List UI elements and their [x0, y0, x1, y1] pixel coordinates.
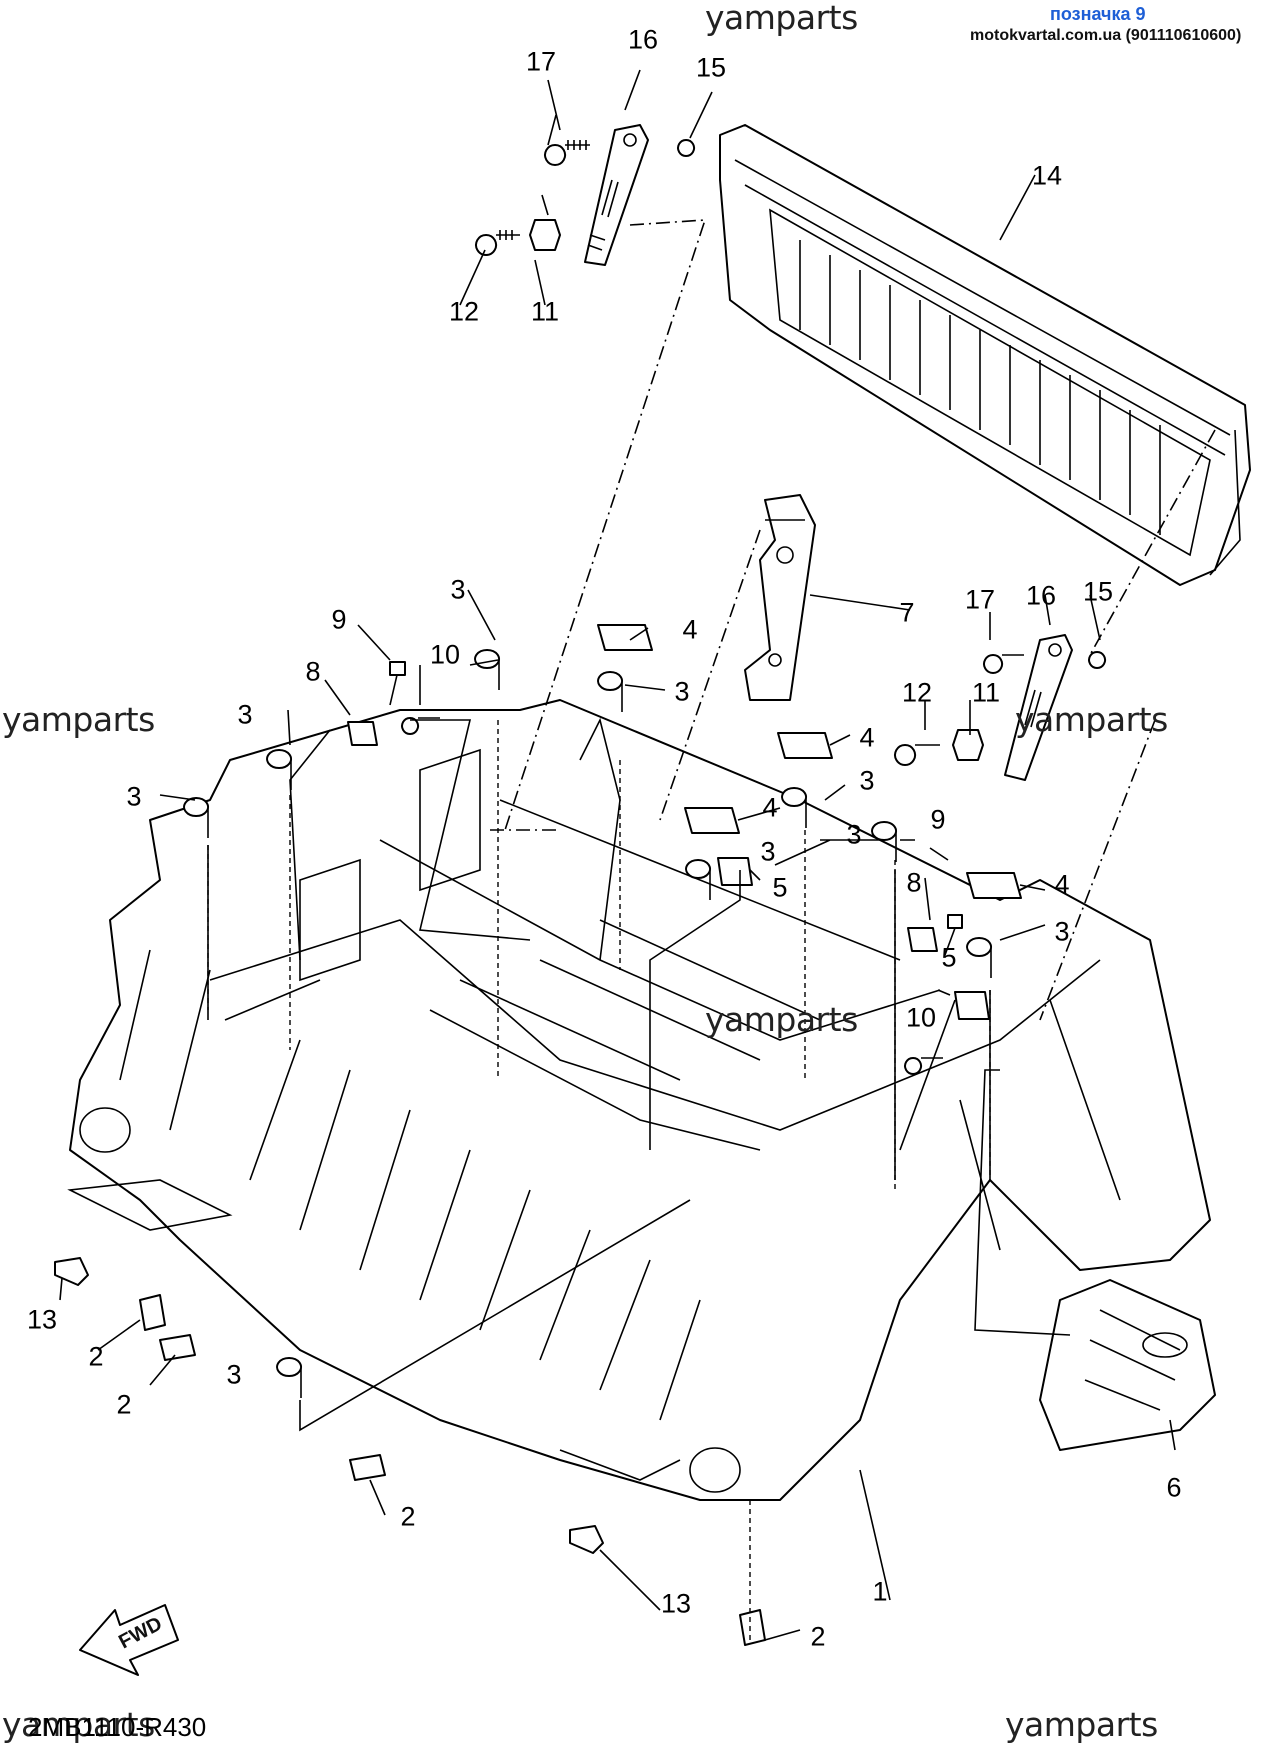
- callout-3: 3: [450, 574, 466, 605]
- caps-part-4: [597, 624, 1022, 899]
- callout-1: 1: [872, 1576, 888, 1607]
- callout-3: 3: [226, 1359, 242, 1390]
- callout-14: 14: [1031, 160, 1063, 191]
- badge-subtitle: motokvartal.com.ua (901110610600): [970, 27, 1242, 44]
- badge-title: позначка 9: [1050, 4, 1146, 24]
- callout-10: 10: [429, 639, 461, 670]
- callout-3: 3: [859, 765, 875, 796]
- watermark: yamparts: [1005, 1705, 1158, 1744]
- clips: [54, 1257, 766, 1646]
- watermark: yamparts: [2, 1705, 155, 1744]
- callout-17: 17: [525, 46, 557, 77]
- callout-5: 5: [772, 872, 788, 903]
- callout-13: 13: [660, 1588, 692, 1619]
- mudflap-part-6: [1039, 1279, 1216, 1451]
- callout-9: 9: [930, 804, 946, 835]
- callout-9: 9: [331, 604, 347, 635]
- callout-4: 4: [682, 614, 698, 645]
- callout-2: 2: [116, 1389, 132, 1420]
- left-hardware: [475, 139, 695, 256]
- callout-leaders: [59, 69, 1176, 1641]
- right-hardware: [894, 651, 1106, 766]
- callout-13: 13: [26, 1304, 58, 1335]
- watermark: yamparts: [2, 700, 155, 739]
- callout-2: 2: [400, 1501, 416, 1532]
- watermark: yamparts: [705, 1000, 858, 1039]
- callout-8: 8: [906, 867, 922, 898]
- callout-3: 3: [674, 676, 690, 707]
- callout-2: 2: [810, 1621, 826, 1652]
- callout-11: 11: [971, 677, 1001, 708]
- callout-3: 3: [126, 781, 142, 812]
- callout-2: 2: [88, 1341, 104, 1372]
- cargo-bed-part-1: [67, 699, 1211, 1501]
- callout-17: 17: [964, 584, 996, 615]
- bolts-part-3: [183, 649, 993, 1398]
- callout-12: 12: [901, 677, 933, 708]
- callout-3: 3: [237, 699, 253, 730]
- small-hardware: [347, 661, 990, 1075]
- callout-15: 15: [695, 52, 727, 83]
- left-strap-part-16: [584, 124, 649, 266]
- callout-4: 4: [762, 792, 778, 823]
- watermark: yamparts: [705, 0, 858, 37]
- callout-3: 3: [760, 836, 776, 867]
- leader-lines: [207, 219, 1216, 1640]
- callout-16: 16: [1025, 580, 1057, 611]
- callout-12: 12: [448, 296, 480, 327]
- callout-4: 4: [859, 722, 875, 753]
- watermark: yamparts: [1015, 700, 1168, 739]
- callout-8: 8: [305, 656, 321, 687]
- callout-4: 4: [1054, 869, 1070, 900]
- diagram-code: 2MB1110-R430: [28, 1712, 207, 1742]
- callout-11: 11: [530, 296, 560, 327]
- fwd-arrow-icon: [79, 1604, 179, 1676]
- callout-10: 10: [905, 1002, 937, 1033]
- callout-3: 3: [846, 819, 862, 850]
- callout-16: 16: [627, 24, 659, 55]
- callout-7: 7: [899, 597, 915, 628]
- bracket-part-7: [744, 494, 816, 701]
- tailgate-part-14: [719, 124, 1251, 586]
- callout-5: 5: [941, 942, 957, 973]
- callout-15: 15: [1082, 576, 1114, 607]
- callout-6: 6: [1166, 1472, 1182, 1503]
- right-strap-part-16: [1004, 634, 1073, 781]
- callout-3: 3: [1054, 916, 1070, 947]
